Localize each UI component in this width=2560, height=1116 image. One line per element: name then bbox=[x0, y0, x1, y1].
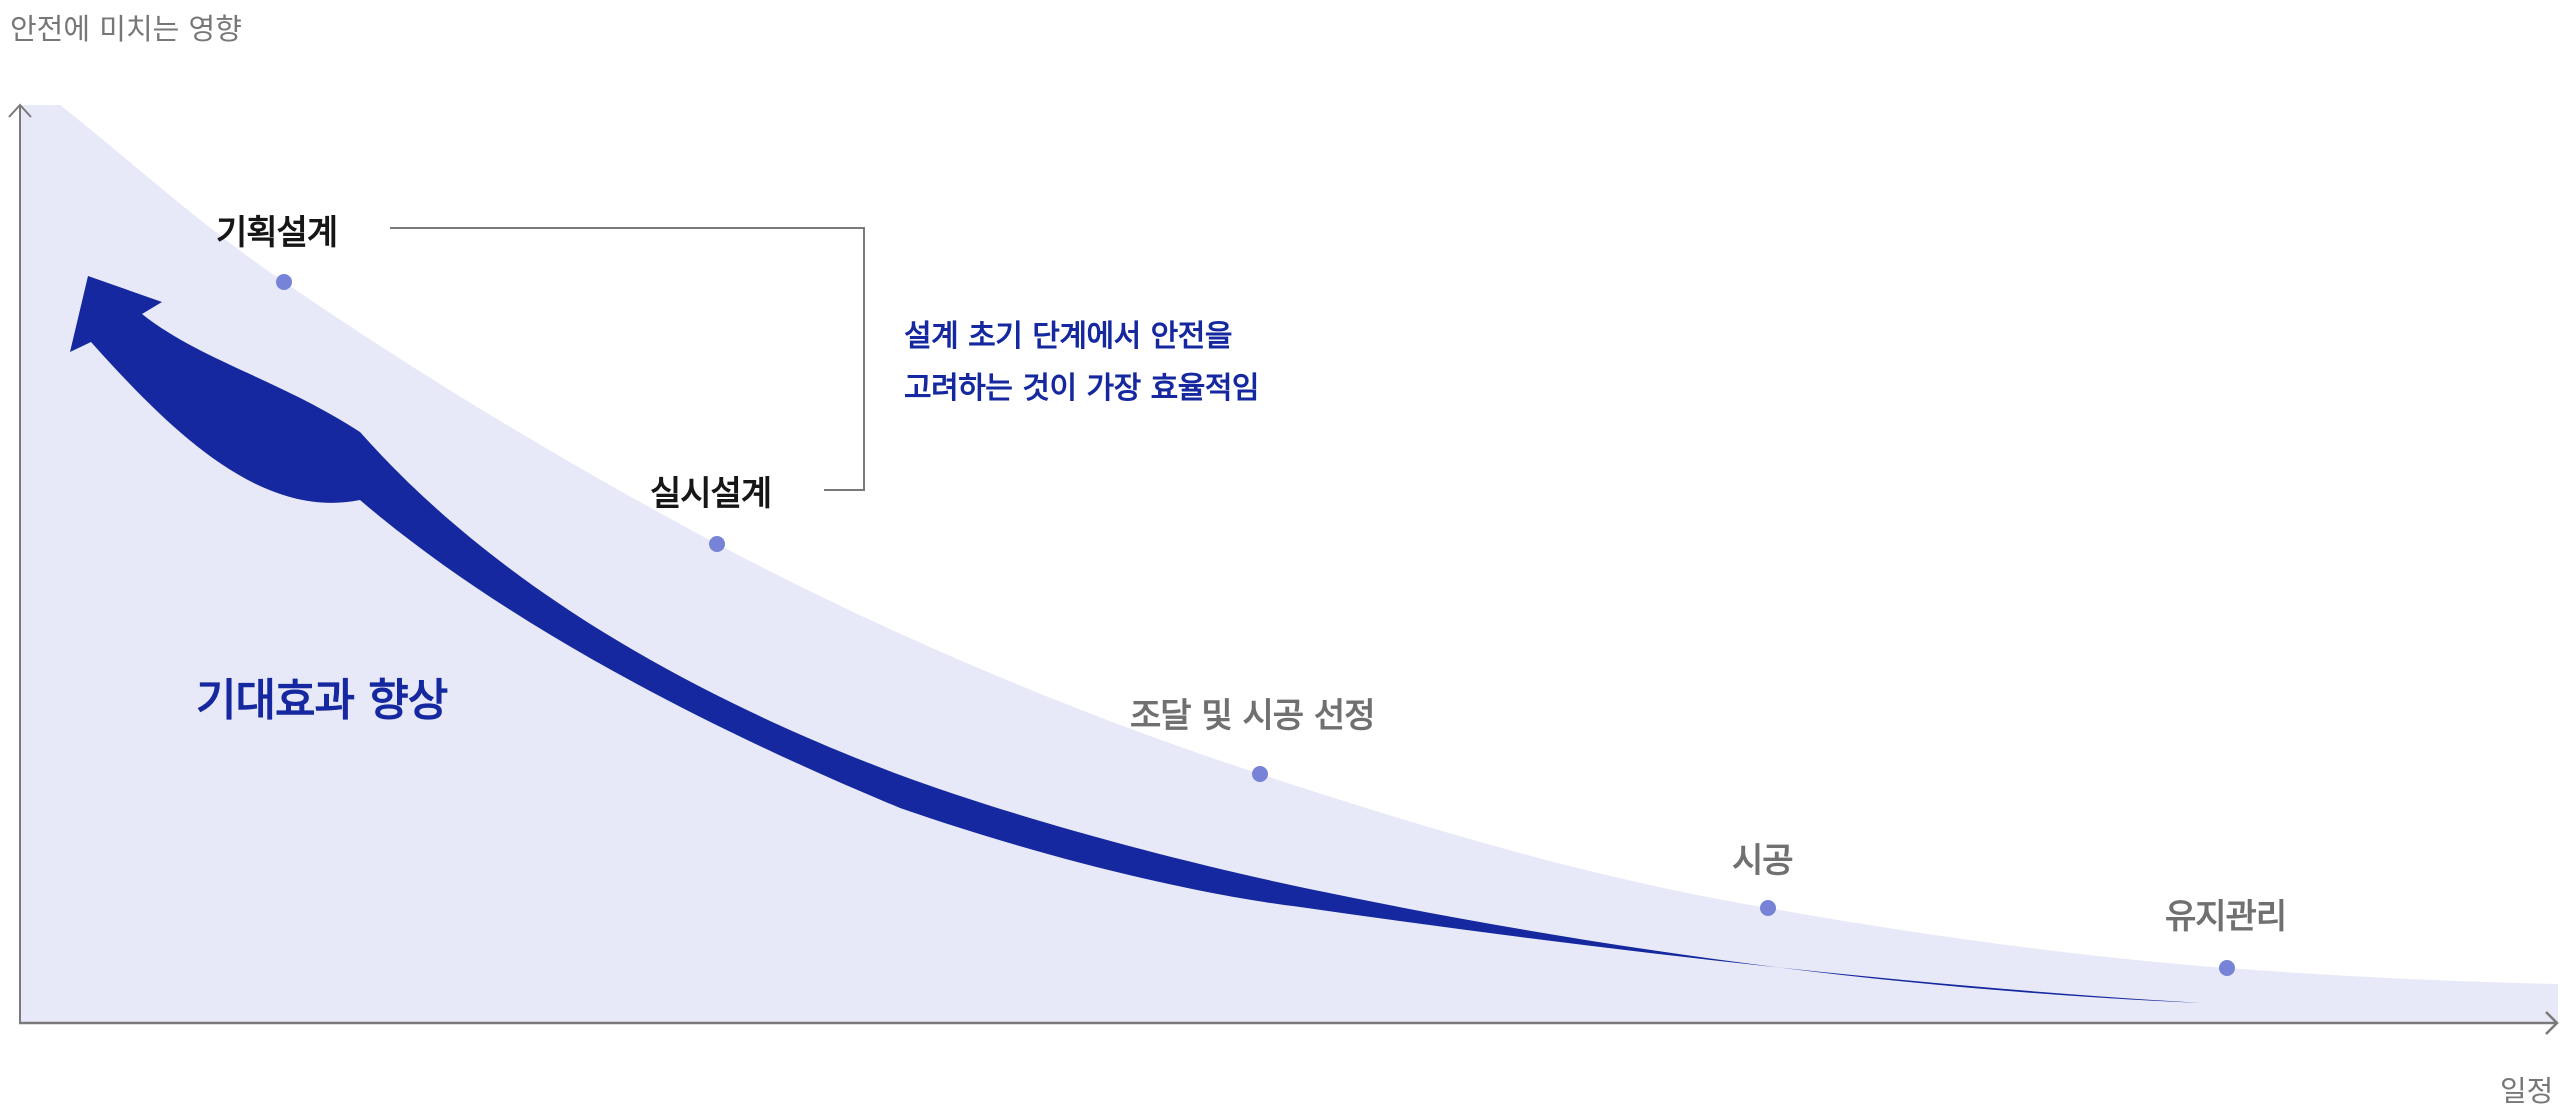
effect-arrow-icon bbox=[70, 276, 2200, 1003]
stage-label-construction: 시공 bbox=[1732, 841, 1794, 881]
callout-line-1: 설계 초기 단계에서 안전을 bbox=[904, 319, 1232, 354]
y-axis-title: 안전에 미치는 영향 bbox=[10, 12, 242, 46]
stage-dot-maintenance bbox=[2219, 960, 2235, 976]
stage-dot-construction bbox=[1760, 900, 1776, 916]
y-axis bbox=[8, 103, 32, 1024]
stage-dot-detailed-design bbox=[709, 536, 725, 552]
x-axis bbox=[19, 1011, 2559, 1035]
callout-bracket bbox=[390, 227, 865, 491]
stage-label-maintenance: 유지관리 bbox=[2165, 897, 2287, 937]
stage-label-procurement: 조달 및 시공 선정 bbox=[1130, 696, 1375, 736]
x-axis-title: 일정 bbox=[2500, 1074, 2554, 1108]
stage-dot-procurement bbox=[1252, 766, 1268, 782]
effect-label: 기대효과 향상 bbox=[196, 675, 448, 726]
stage-dot-planning bbox=[276, 274, 292, 290]
callout-line-2: 고려하는 것이 가장 효율적임 bbox=[904, 371, 1260, 406]
influence-area bbox=[20, 105, 2558, 1023]
stage-label-planning: 기획설계 bbox=[216, 213, 338, 253]
stage-label-detailed-design: 실시설계 bbox=[650, 474, 772, 514]
